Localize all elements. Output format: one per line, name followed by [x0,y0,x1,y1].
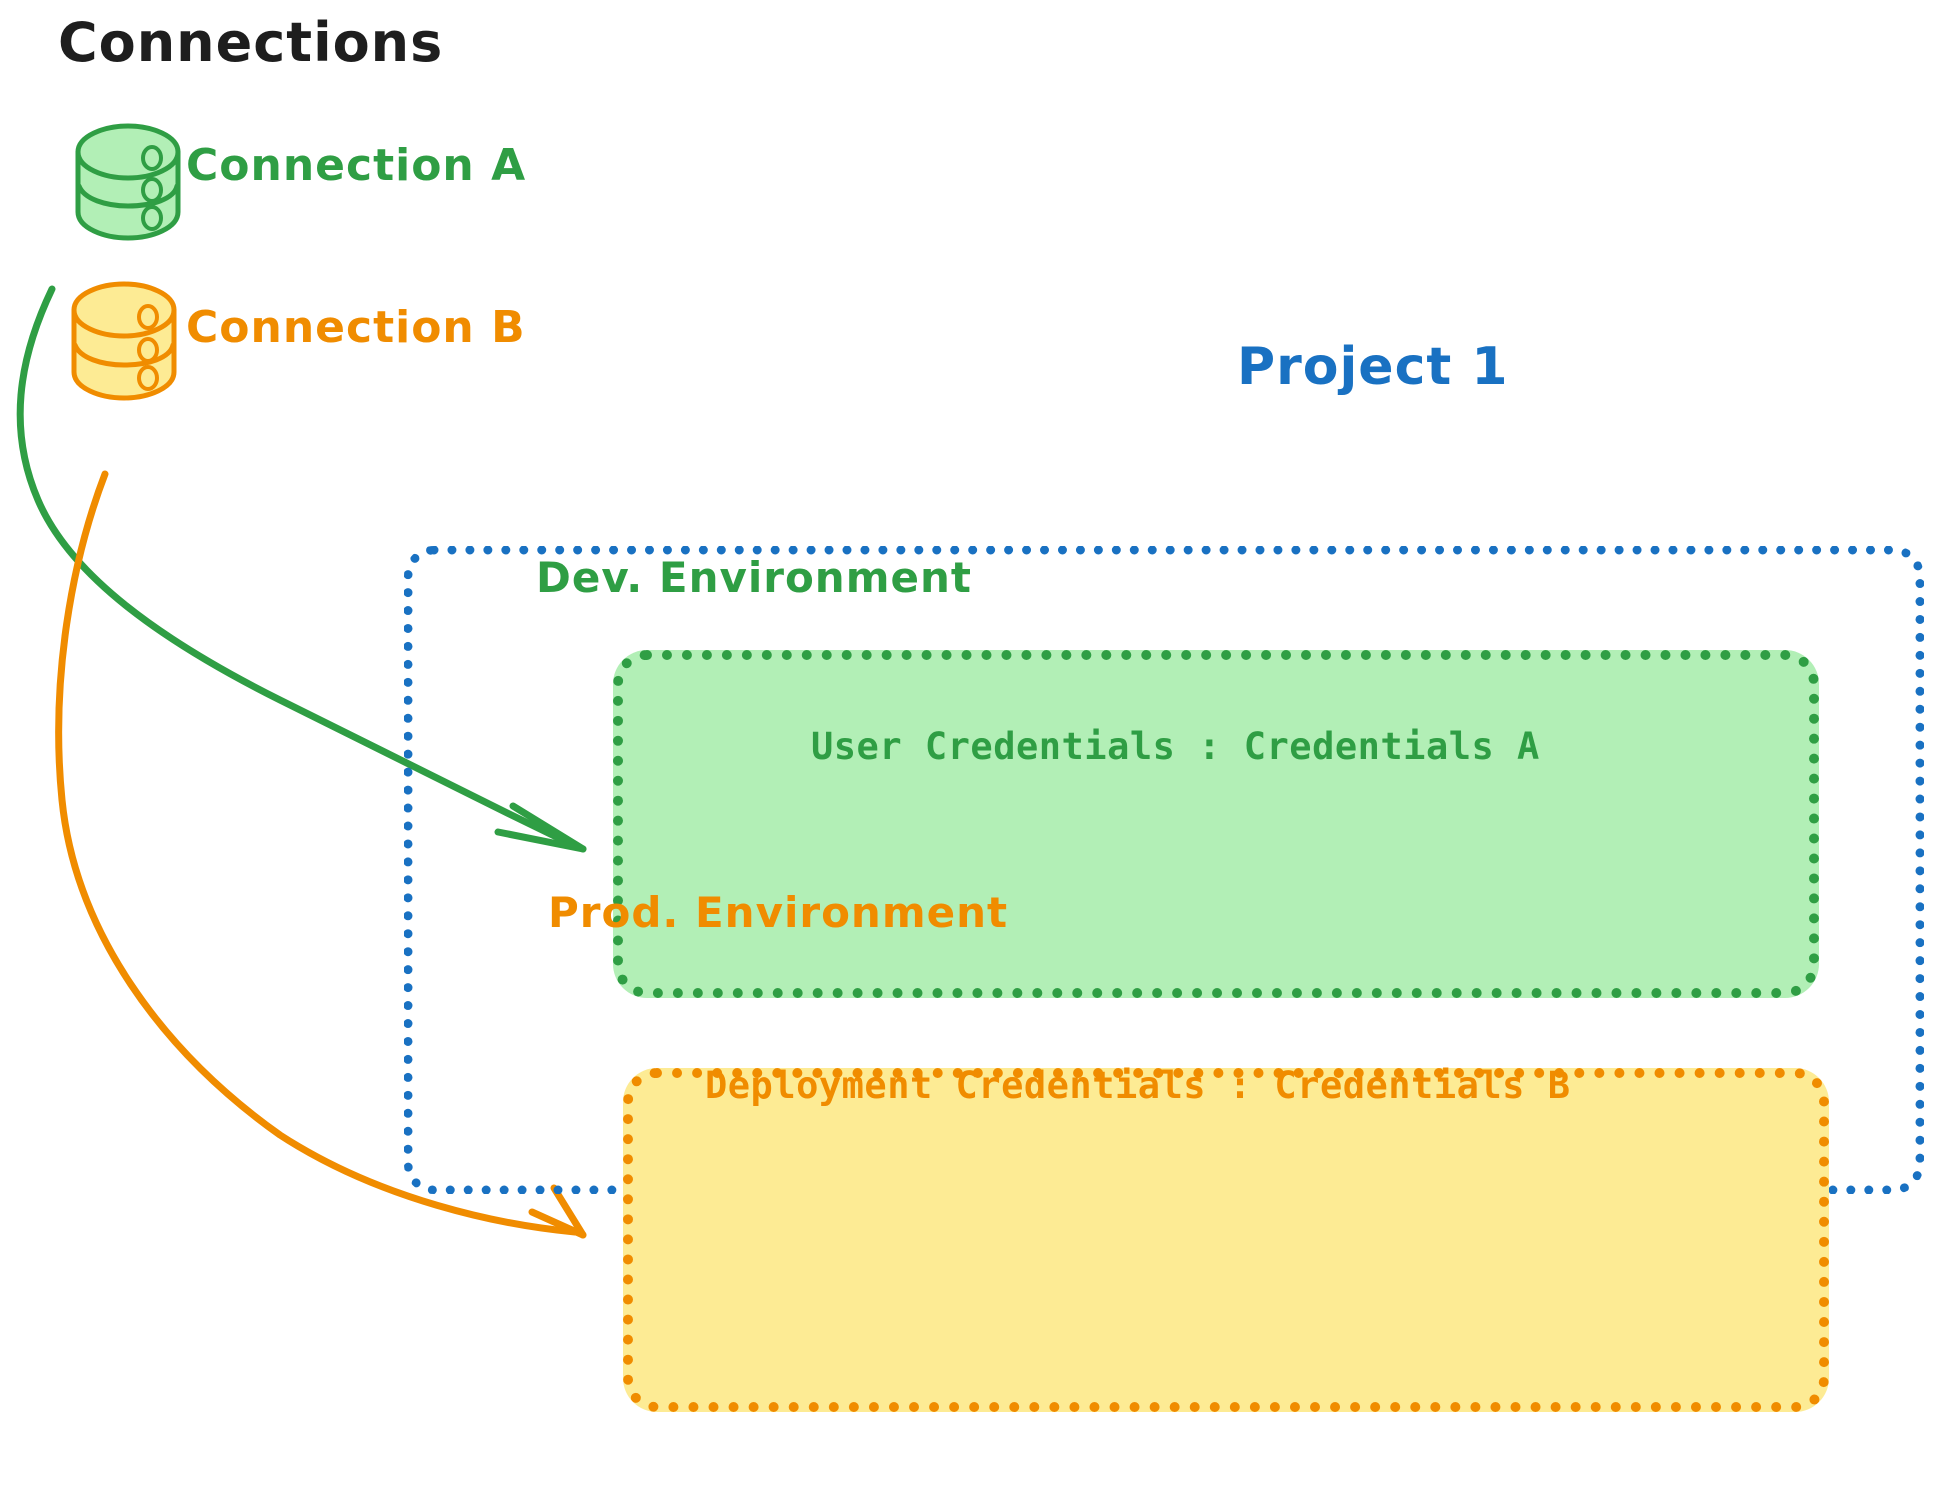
database-cylinder-icon-a [75,123,181,241]
connection-a-label: Connection A [186,140,527,191]
dev-environment-box [613,650,1819,998]
prod-environment-box [623,1068,1829,1412]
dev-environment-credentials: User Credentials : Credentials A [811,725,1540,768]
dev-environment-title: Dev. Environment [536,553,972,602]
page-title: Connections [58,11,444,74]
prod-environment-credentials: Deployment Credentials : Credentials B [705,1064,1571,1107]
prod-environment-title: Prod. Environment [548,888,1009,937]
connection-b-label: Connection B [186,302,526,353]
database-cylinder-icon-b [71,281,177,401]
project-title: Project 1 [1237,337,1509,397]
